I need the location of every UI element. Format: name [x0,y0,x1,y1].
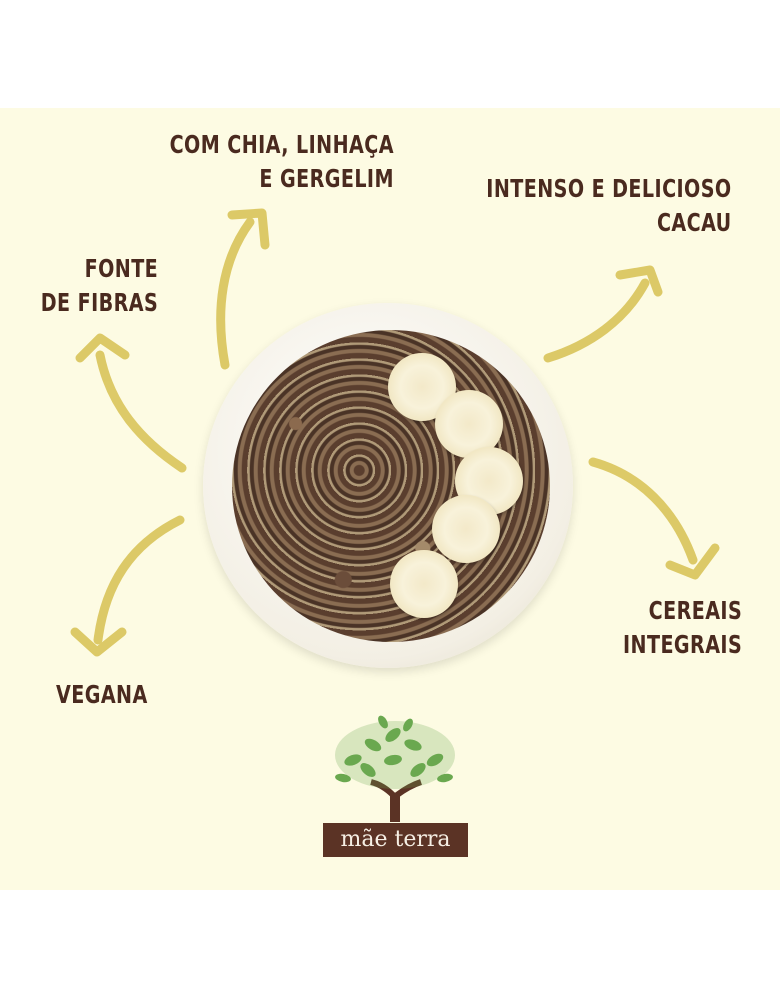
label-vegana: VEGANA [56,678,148,712]
label-line: COM CHIA, LINHAÇA [169,130,394,159]
mae-terra-logo: mãe terra [323,710,468,860]
label-line: DE FIBRAS [40,288,158,317]
arrow-down-cereais-icon [588,457,720,580]
arrow-up-fibras-icon [75,333,187,473]
banana-slice [432,495,500,563]
label-cereais-integrais: CEREAIS INTEGRAIS [623,594,742,662]
label-line: FONTE [84,254,158,283]
label-line: CACAU [657,208,732,237]
tree-icon [335,715,455,822]
label-line: VEGANA [56,680,148,709]
arrow-up-cacau-icon [543,265,663,363]
arrow-down-vegana-icon [70,515,185,657]
label-chia-linhaca-gergelim: COM CHIA, LINHAÇA E GERGELIM [170,128,394,196]
label-line: INTEGRAIS [622,630,742,659]
label-line: INTENSO E DELICIOSO [486,174,732,203]
banana-slice [435,390,503,458]
label-line: CEREAIS [648,596,742,625]
label-fonte-de-fibras: FONTE DE FIBRAS [41,252,158,320]
arrow-up-chia-icon [216,208,270,370]
brand-name: mãe terra [323,823,468,857]
label-cacau: INTENSO E DELICIOSO CACAU [487,172,732,240]
banana-slice [390,550,458,618]
label-line: E GERGELIM [259,164,394,193]
